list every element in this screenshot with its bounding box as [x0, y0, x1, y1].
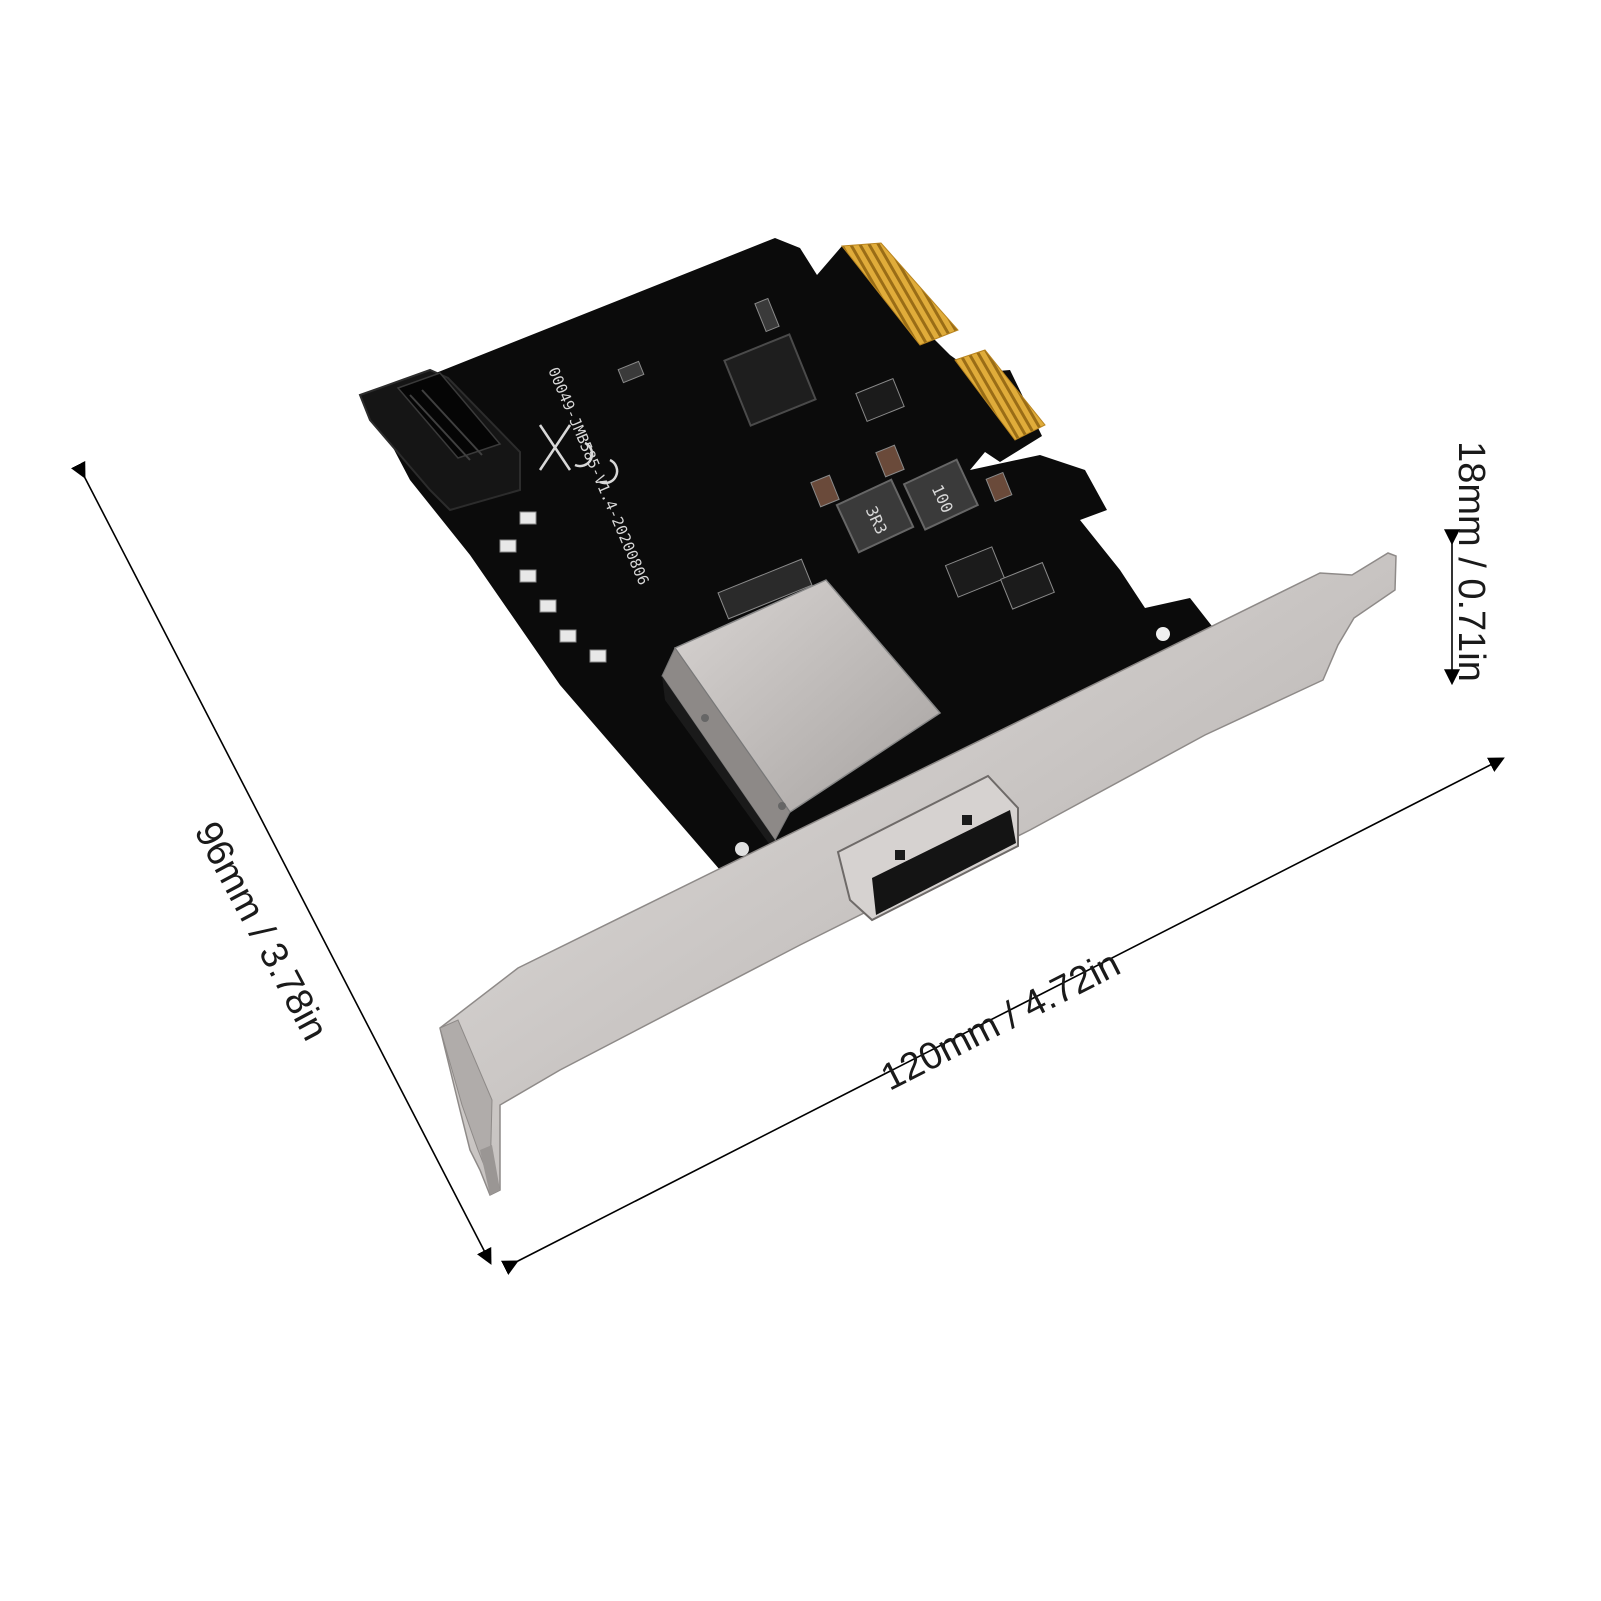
external-sas-port	[836, 774, 1019, 922]
mounting-hole	[1156, 627, 1170, 641]
inductor-3r3: 3R3	[835, 478, 915, 554]
pcb-board: 3R3 100 00049-JMB585-V1.4-20200806	[358, 238, 1215, 870]
length-dimension-line	[500, 757, 1505, 1275]
sata-connector	[358, 368, 521, 512]
controller-chip	[723, 333, 817, 427]
mounting-hole-bottom	[735, 842, 749, 856]
height-dimension-label: 18mm / 0.71in	[1449, 441, 1492, 682]
minisas-shield	[661, 579, 942, 845]
depth-dimension-line	[71, 460, 492, 1265]
smd-components	[499, 297, 1055, 663]
compliance-marks	[538, 424, 619, 485]
pcb-gold-fingers-short	[954, 349, 1046, 441]
pcb-gold-fingers-long	[841, 242, 959, 346]
inductor-100: 100	[902, 458, 980, 531]
dimension-lines	[71, 460, 1505, 1275]
